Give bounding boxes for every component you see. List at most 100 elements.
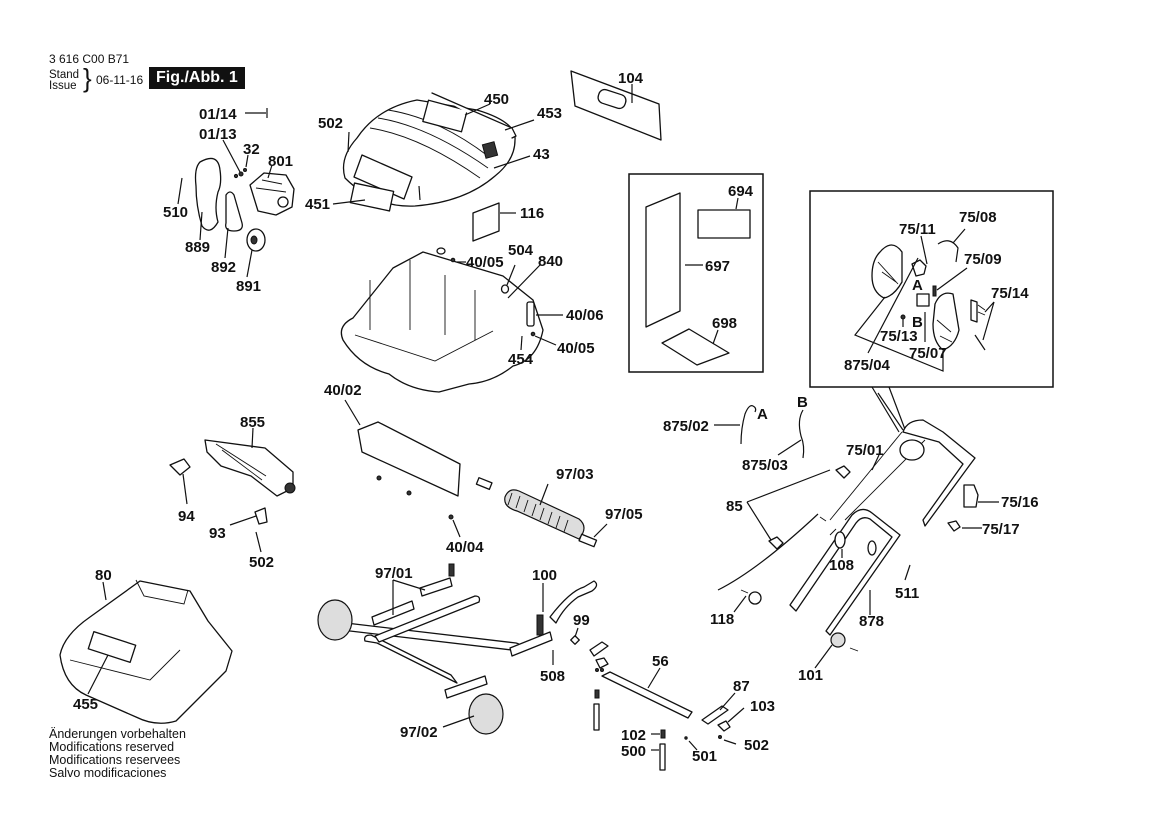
label-694: 694 [728,183,754,200]
rail-453 [431,92,517,139]
top-cover-group [332,92,535,212]
label-451: 451 [305,196,330,213]
label-455: 455 [73,696,98,713]
label-40-05-a: 40/05 [466,254,504,271]
leaflet-698 [661,328,730,366]
clamp-85-a [835,465,851,479]
label-97-02: 97/02 [400,724,438,741]
pin-40-06 [526,301,535,327]
label-b-switch: B [912,314,923,331]
label-501: 501 [692,748,717,765]
label-75-07: 75/07 [909,345,947,362]
motor-group [177,108,295,278]
label-875-02: 875/02 [663,418,709,435]
panel-104 [570,70,662,141]
label-85: 85 [726,498,743,515]
lower-handle-878 [789,508,901,636]
bracket-94 [169,458,191,476]
label-97-03: 97/03 [556,466,594,483]
roller-group [475,477,608,548]
label-75-16: 75/16 [1001,494,1039,511]
label-450 [422,99,468,133]
stand-label: Stand [49,69,80,81]
label-697: 697 [705,258,730,275]
stand-issue-labels: Stand Issue [49,69,80,92]
document-number: 3 616 C00 B71 [49,52,130,66]
label-40-05-b: 40/05 [557,340,595,357]
label-502-top: 502 [318,115,343,132]
label-100: 100 [532,567,557,584]
label-875-03: 875/03 [742,457,788,474]
documentation-box [628,173,764,373]
label-511: 511 [895,585,919,602]
label-450: 450 [484,91,509,108]
label-108: 108 [829,557,854,574]
label-502-bot: 502 [744,737,769,754]
grass-box-group [59,579,233,724]
issue-date: 06-11-16 [96,73,144,87]
handle-group [717,392,999,669]
label-454: 454 [508,351,534,368]
belt-cover-889 [194,157,222,231]
label-a-cable: A [757,406,768,423]
switch-75-07 [916,293,930,307]
label-97-05: 97/05 [605,506,643,523]
figure-badge: Fig./Abb. 1 [149,67,245,89]
label-698: 698 [712,315,737,332]
label-892: 892 [211,259,236,276]
label-510: 510 [163,204,188,221]
plate-40-02-group [344,399,461,538]
label-451 [349,182,395,212]
label-455 [87,630,137,664]
upper-handle [902,419,976,527]
label-504: 504 [508,242,534,259]
filter-116 [472,202,516,242]
label-01-14: 01/14 [199,106,237,123]
label-508: 508 [540,668,565,685]
switch-detail-box [809,190,1054,433]
bracket-87 [701,705,729,725]
plate-99 [570,635,580,645]
chassis-group [317,563,609,735]
label-56: 56 [652,653,669,670]
part-labels: 01/14 01/13 32 801 510 889 892 891 502 4… [73,70,1039,765]
label-118: 118 [710,611,734,628]
holder-855 [204,439,294,497]
label-75-17: 75/17 [982,521,1020,538]
label-694 [697,209,751,239]
lever [549,580,598,624]
label-75-11: 75/11 [899,221,936,238]
label-891: 891 [236,278,261,295]
label-a-switch: A [912,277,923,294]
motor-801 [249,172,295,216]
label-43: 43 [533,146,550,163]
label-502-mid: 502 [249,554,274,571]
notice-line-en: Modifications reserved [49,740,175,754]
front-axle-group [593,667,745,771]
label-102: 102 [621,727,646,744]
label-40-04: 40/04 [446,539,484,556]
label-87: 87 [733,678,750,695]
notice-line-fr: Modifications reservees [49,753,181,767]
clamp-75-17 [947,520,961,532]
label-40-02: 40/02 [324,382,362,399]
label-75-01: 75/01 [846,442,884,459]
plate-40-02 [357,421,461,497]
roller-97-03 [504,489,585,540]
clamp-85-b [768,536,784,550]
grass-box-80 [59,580,233,724]
cables-group [714,405,805,459]
label-116: 116 [520,205,544,222]
label-01-13: 01/13 [199,126,237,143]
bolt-97-05 [578,533,598,548]
notice-line-de: Änderungen vorbehalten [49,727,186,741]
label-889: 889 [185,239,210,256]
bolt-500 [659,743,666,771]
label-801: 801 [268,153,293,170]
label-80: 80 [95,567,112,584]
grass-box-holder-group [169,427,296,553]
wheel-97-02 [468,693,504,735]
label-94: 94 [178,508,195,525]
drive-belt-892 [225,191,243,232]
spring-100 [536,614,544,636]
